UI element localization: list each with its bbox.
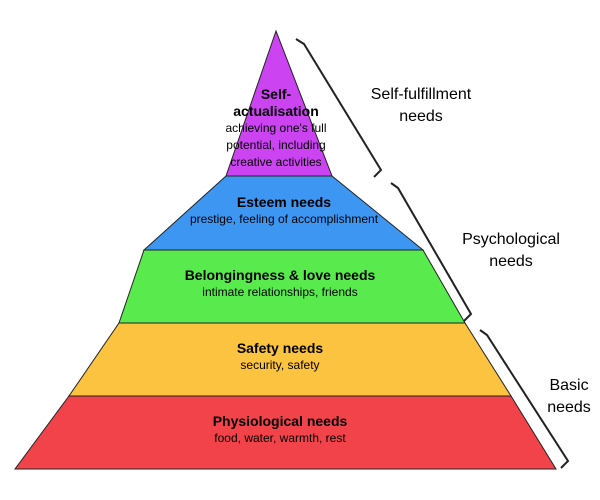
layer-safety: Safety needs security, safety <box>130 340 430 374</box>
layer-self-actualisation-title: Self- actualisation <box>233 86 319 119</box>
layer-esteem: Esteem needs prestige, feeling of accomp… <box>150 194 418 228</box>
layer-self-actualisation: Self- actualisation achieving one's full… <box>205 86 347 171</box>
layer-belongingness-title: Belongingness & love needs <box>184 267 376 283</box>
bracket-self-fulfillment <box>295 38 383 178</box>
layer-safety-title: Safety needs <box>236 340 324 356</box>
layer-self-actualisation-description: achieving one's full potential, includin… <box>225 121 327 169</box>
layer-physiological-title: Physiological needs <box>212 413 348 429</box>
group-label-self-fulfillment: Self-fulfillment needs <box>370 86 472 125</box>
group-label-basic: Basic needs <box>547 377 591 416</box>
layer-physiological-description: food, water, warmth, rest <box>214 431 346 445</box>
bracket-psychological <box>390 182 473 322</box>
layer-safety-description: security, safety <box>240 358 320 372</box>
layer-belongingness: Belongingness & love needs intimate rela… <box>130 267 430 301</box>
layer-esteem-description: prestige, feeling of accomplishment <box>189 212 379 226</box>
bracket-basic <box>479 329 570 469</box>
layer-esteem-title: Esteem needs <box>236 194 332 210</box>
layer-belongingness-description: intimate relationships, friends <box>202 285 358 299</box>
layer-physiological-shape <box>14 395 557 470</box>
group-label-psychological: Psychological needs <box>462 231 560 270</box>
layer-physiological: Physiological needs food, water, warmth,… <box>130 413 430 447</box>
